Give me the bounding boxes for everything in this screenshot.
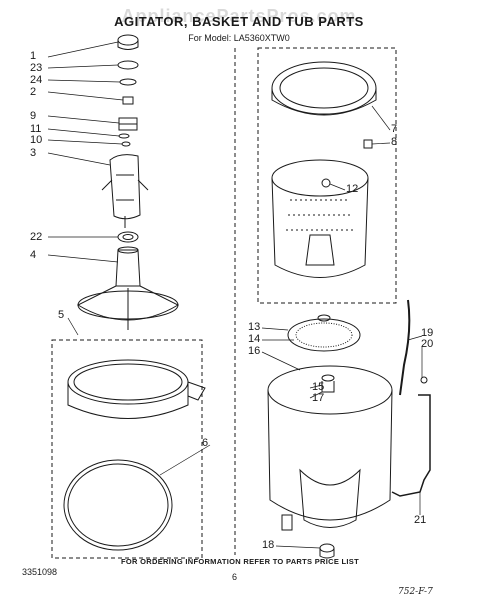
ordering-note: FOR ORDERING INFORMATION REFER TO PARTS …: [121, 557, 359, 566]
hub-assembly: [76, 246, 180, 330]
callout-13: 13: [248, 321, 261, 333]
callout-3: 3: [30, 147, 37, 159]
drive-block: [118, 117, 138, 131]
drain-hose: [399, 299, 411, 396]
mounting-nut: [319, 543, 335, 559]
callout-9: 9: [30, 110, 37, 122]
dogs: [118, 133, 130, 139]
callout-5: 5: [58, 309, 65, 321]
callout-18: 18: [262, 539, 275, 551]
callout-14: 14: [248, 333, 261, 345]
pump-hose: [391, 394, 431, 497]
callout-6: 6: [202, 437, 209, 449]
spanner-nut: [321, 178, 331, 188]
model-label: For Model: LA5360XTW0: [188, 33, 290, 43]
part-number: 3351098: [22, 567, 58, 577]
tub-ring-group-box: [51, 339, 203, 559]
callout-15: 15: [312, 381, 325, 393]
watermark: AppliancePartsPros.com: [121, 6, 357, 26]
agitator-bolt: [122, 96, 134, 105]
agitator: [101, 154, 149, 228]
outer-tub: [267, 365, 393, 531]
callout-17: 17: [312, 392, 325, 404]
callout-16: 16: [248, 345, 261, 357]
callout-23: 23: [30, 62, 43, 74]
hose-clamp: [420, 376, 428, 384]
callout-1: 1: [30, 50, 37, 62]
page-number: 6: [232, 572, 238, 582]
balance-ring: [271, 61, 377, 116]
callout-20: 20: [421, 338, 434, 350]
agitator-washer: [119, 78, 137, 86]
hub-and-seal-assembly: [287, 314, 361, 352]
callout-4: 4: [30, 249, 37, 261]
basket: [271, 159, 369, 278]
callout-11: 11: [30, 123, 42, 135]
callout-19: 19: [421, 327, 434, 339]
callout-10: 10: [30, 134, 43, 146]
agitator-cap: [117, 34, 139, 50]
cam: [121, 141, 131, 147]
callout-24: 24: [30, 74, 43, 86]
callout-12: 12: [346, 183, 359, 195]
callout-21: 21: [414, 514, 427, 526]
callout-7: 7: [391, 123, 398, 135]
callout-2: 2: [30, 86, 37, 98]
basket-group-box: [257, 47, 397, 304]
callout-22: 22: [30, 231, 43, 243]
balance-ring-bolt: [363, 139, 373, 149]
handwritten-note: 752-F-7: [398, 587, 433, 597]
diagram-title: AGITATOR, BASKET AND TUB PARTS: [114, 14, 364, 29]
tub-ring: [67, 359, 206, 419]
callout-8: 8: [391, 136, 398, 148]
agitator-seal: [117, 60, 139, 70]
seal-kit: [117, 231, 139, 243]
tub-cover-gasket: [63, 459, 173, 551]
